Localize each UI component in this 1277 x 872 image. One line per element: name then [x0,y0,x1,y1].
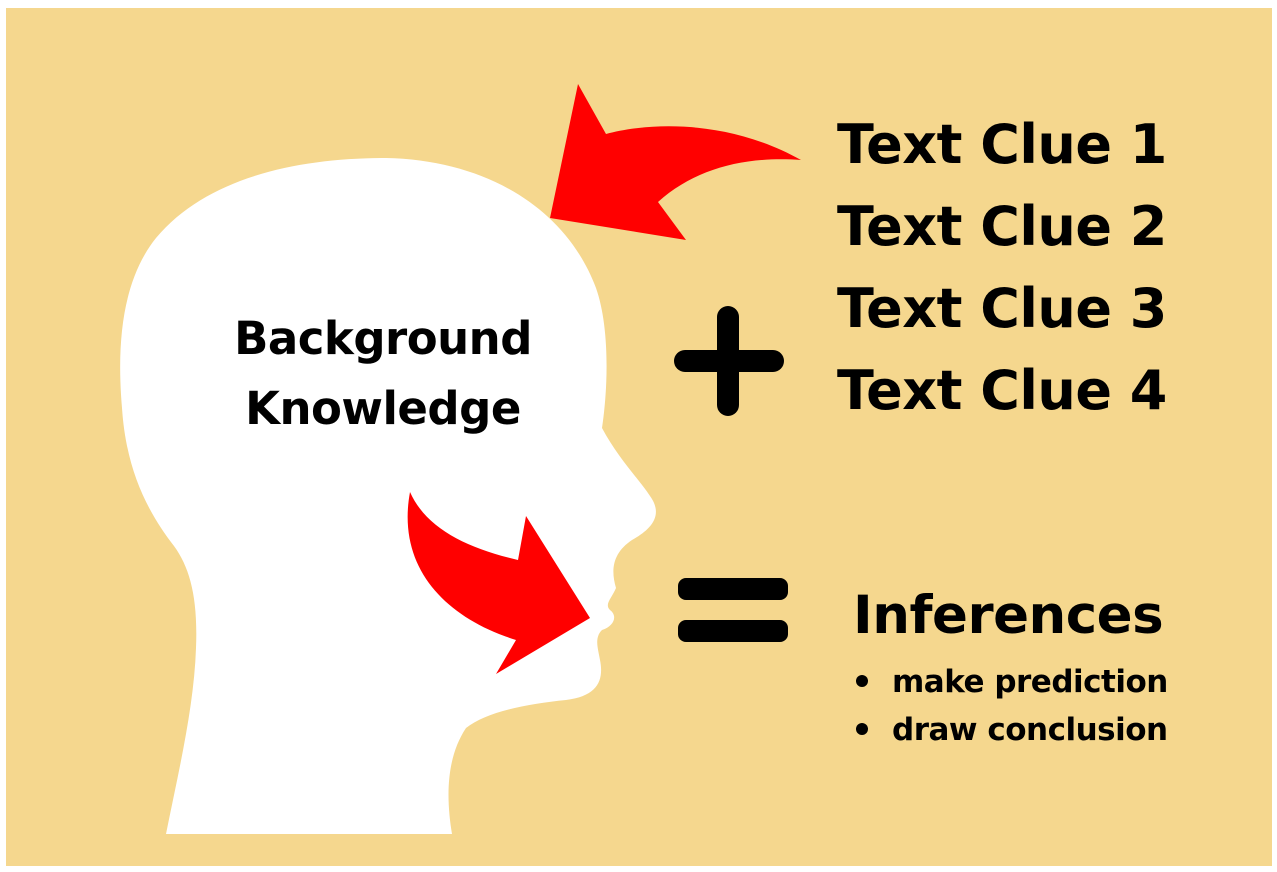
curved-arrow [407,492,590,674]
text-clue-item: Text Clue 2 [837,195,1167,258]
inferences-title: Inferences [853,585,1164,646]
bullet-icon [856,722,868,735]
inferences-list: make prediction draw conclusion [856,658,1168,754]
head-silhouette [120,158,656,834]
curved-arrow [550,84,801,240]
text-clue-item: Text Clue 4 [837,359,1167,422]
inference-item-text: draw conclusion [892,712,1168,748]
diagram-graphics [120,84,801,834]
diagram-canvas: Background Knowledge Text Clue 1 Text Cl… [6,8,1272,866]
text-clue-list: Text Clue 1 Text Clue 2 Text Clue 3 Text… [837,104,1167,432]
bullet-icon [856,674,868,687]
equals-sign [678,578,788,642]
inference-item: make prediction [856,658,1168,706]
inference-item-text: make prediction [892,664,1168,700]
background-knowledge-line2: Knowledge [245,382,521,435]
text-clue-item: Text Clue 3 [837,277,1167,340]
plus-sign [674,306,784,416]
inference-item: draw conclusion [856,706,1168,754]
background-knowledge-line1: Background [234,312,532,365]
text-clue-item: Text Clue 1 [837,113,1167,176]
background-knowledge-label: Background Knowledge [188,304,578,444]
